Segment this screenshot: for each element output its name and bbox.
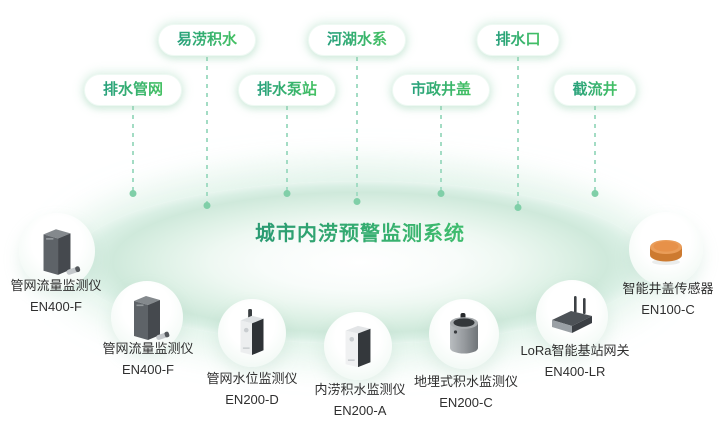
connector-line-paishuibengzhan [283,106,291,197]
device-name: 内涝积水监测仪 [314,382,406,397]
flow-monitor-icon [43,229,81,275]
tag-label: 排水泵站 [256,81,318,98]
waterlogging-monitor-icon [345,325,371,368]
flow-monitor-icon [134,296,170,340]
system-title: 城市内涝预警监测系统 [255,217,465,246]
device-model: EN100-C [641,302,695,317]
manhole-cover-sensor-icon [650,240,682,265]
connector-dot [353,198,361,205]
device-label: LoRa智能基站网关 EN400-LR [520,340,629,382]
buried-water-monitor-icon [450,313,478,354]
device-model: EN200-A [333,403,387,418]
device-bubble [111,281,183,353]
connector-dot [283,190,291,197]
tag-hehushuixi: 河湖水系 [307,24,407,56]
device-name: 管网流量监测仪 [10,278,102,293]
connector-dot [514,204,522,211]
connector-dot [437,190,445,197]
tag-jieliujing: 截流井 [553,74,637,106]
device-label: 内涝积水监测仪 EN200-A [314,379,405,421]
device-bubble [218,299,286,367]
tag-label: 排水口 [495,31,541,48]
lora-gateway-icon [552,296,592,333]
tag-paishuibengzhan: 排水泵站 [237,74,337,106]
tag-label: 河湖水系 [326,31,388,48]
connector-line-yilaojishui [203,57,211,209]
device-bubble [324,312,392,380]
connector-line-paishuiguanwang [129,106,137,197]
device-bubble [19,213,95,289]
device-model: EN400-F [121,362,175,377]
device-bubble [536,280,608,352]
device-bubble [629,212,703,286]
tag-paishuiguanwang: 排水管网 [83,74,183,106]
device-model: EN200-D [225,392,279,407]
connector-line-paishuikou [514,57,522,211]
device-label: 地埋式积水监测仪 EN200-C [414,371,518,413]
tag-label: 易涝积水 [176,31,238,48]
device-bubble [429,299,499,369]
device-name: 管网水位监测仪 [206,371,298,386]
tag-shizhengjinggai: 市政井盖 [391,74,491,106]
connector-line-shizhengjinggai [437,106,445,197]
device-name: LoRa智能基站网关 [520,343,630,358]
device-name: 管网流量监测仪 [102,341,194,356]
device-name: 地埋式积水监测仪 [413,374,519,389]
device-name: 智能井盖传感器 [622,281,714,296]
tag-yilaojishui: 易涝积水 [157,24,257,56]
connector-line-hehushuixi [353,57,361,205]
device-label: 管网流量监测仪 EN400-F [10,275,101,317]
tag-label: 截流井 [572,81,618,98]
device-model: EN200-C [439,395,493,410]
connector-dot [203,202,211,209]
tag-paishuikou: 排水口 [476,24,560,56]
device-label: 管网流量监测仪 EN400-F [102,338,193,380]
device-label: 智能井盖传感器 EN100-C [622,278,713,320]
tag-label: 市政井盖 [410,81,472,98]
device-model: EN400-F [29,299,83,314]
tag-label: 排水管网 [102,81,164,98]
connector-dot [591,190,599,197]
device-label: 管网水位监测仪 EN200-D [206,368,297,410]
device-model: EN400-LR [544,364,606,379]
connector-dot [129,190,137,197]
connector-line-jieliujing [591,106,599,197]
water-level-monitor-icon [240,309,264,356]
